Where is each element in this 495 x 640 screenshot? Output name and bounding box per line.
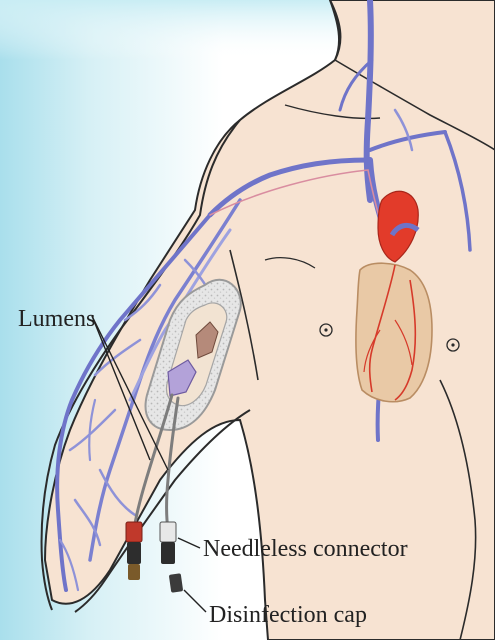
lumens-label: Lumens xyxy=(18,306,95,332)
needleless-connector-left xyxy=(126,522,142,564)
disinfection-cap-left xyxy=(128,564,140,580)
disinfection-cap-label: Disinfection cap xyxy=(209,602,367,628)
heart-tissue xyxy=(356,263,432,401)
needleless-connector-label: Needleless connector xyxy=(203,536,408,562)
needleless-connector-right xyxy=(160,522,176,564)
disinfection-cap-right xyxy=(169,573,183,592)
